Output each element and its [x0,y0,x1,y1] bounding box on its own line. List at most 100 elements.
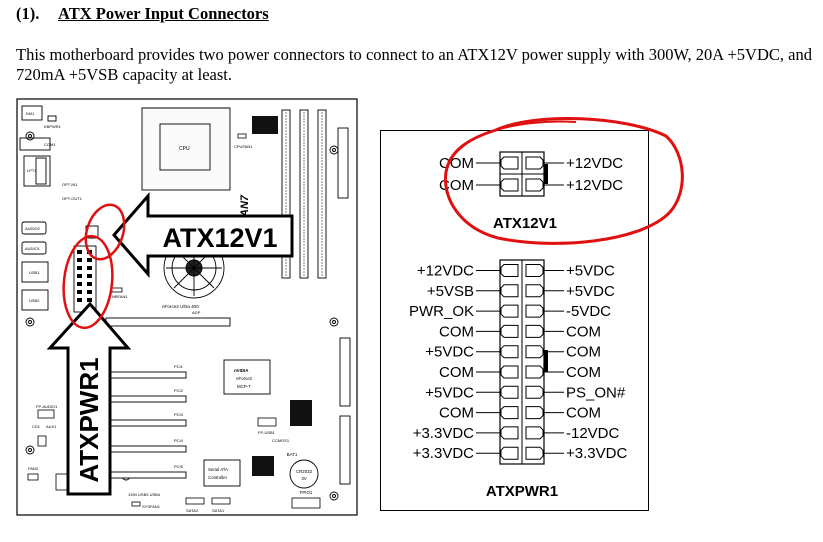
atxpwr1-name: ATXPWR1 [486,483,558,500]
atx12v1-red-annotation [443,117,684,245]
atxpwr1-label-left-3: PWR_OK [409,303,474,320]
atxpwr1-red-circle [62,234,114,330]
atxpwr1-label-right-4: COM [566,323,601,340]
km1-label: KM1 [26,111,35,116]
usb1-label: USB1 [29,270,40,275]
io-chip [252,456,274,476]
atx12v1-pin-left-1 [500,156,519,170]
mcp-t-label: MCP-T [237,384,251,389]
atxpwr1-label-right-1: +5VDC [566,263,615,280]
io-panel [19,105,57,311]
fp-audio1-label: FP-AUDIO1 [36,404,58,409]
cpufan1-header [237,133,247,139]
atxpwr1-label-right-3: -5VDC [566,303,611,320]
atxpwr1-label-left-8: COM [439,405,474,422]
atxpwr1-pin-left-6 [500,365,519,379]
clock-chip [252,116,278,134]
aux-header [37,435,47,447]
usb2-label: USB2 [29,298,40,303]
atxpwr1-pin-right-1 [525,264,544,277]
nbfan1-label: NBFAN1 [112,294,128,299]
fp-audio1-header [37,409,55,419]
atxpwr1-label-left-9: +3.3VDC [413,425,474,442]
sata1-label: SATA1 [212,508,225,513]
sata-controller-chip [203,459,241,487]
fpio1-header [291,497,321,509]
sysfan1-label: SYSFAN1 [142,504,161,509]
atxpwr1-callout-arrow [46,301,132,496]
sata2-label: SATA2 [186,508,199,513]
section-number: (1). [16,4,40,23]
atxpwr1-pin-right-2 [525,284,544,298]
atx12v1-pin-left-2 [500,178,519,192]
atxpwr1-label-left-2: +5VSB [427,283,474,300]
section-description: This motherboard provides two power conn… [16,45,812,84]
atxpwr1-label-left-1: +12VDC [417,263,474,280]
atx12v1-callout-arrow [112,191,294,279]
connector-pinout-diagram: COM COM +12VDC +12VDC ATX12V1 +12VDC +5VSB P… [380,130,649,511]
atxpwr1-pin-right-7 [525,385,544,399]
atxpwr1-label-right-7: PS_ON# [566,384,626,401]
nvidia-label: nVIDIA [234,368,249,373]
atxpwr1-pin-left-9 [500,426,519,440]
bat1-label: BAT1 [287,452,298,457]
aux1-label: AUX1 [46,424,57,429]
nforce2-label: nForce2 [236,376,253,381]
pci1-label: PCI1 [174,364,184,369]
atx12v1-name: ATX12V1 [493,215,557,232]
atxpwr1-label-left-10: +3.3VDC [413,445,474,462]
atxpwr1-pin-right-8 [525,406,544,420]
cpu-label: CPU [179,146,190,152]
atxpwr1-label-right-5: COM [566,344,601,361]
fan3-header [27,473,39,481]
atxpwr1-label-left-4: COM [439,323,474,340]
atxpwr1-pin-left-3 [500,304,519,318]
agp-slot [105,317,231,327]
audio2-label: AUDIO2 [25,226,41,231]
cpu-socket [141,107,231,191]
atx12v1-pin-right-2 [525,178,544,192]
atx12v1-pin-right-1 [525,156,544,170]
agp-label: AGP [192,310,201,315]
atxpwr1-pin-left-10 [500,446,519,460]
atxpwr1-pin-left-5 [500,345,519,359]
bios-chip [290,400,312,426]
atx12v1-label-right-1: +12VDC [566,155,623,172]
atxpwr1-label-left-7: +5VDC [425,384,474,401]
volt-label: 3V [301,476,306,481]
cmos1-label: CCMOS1 [272,438,290,443]
fp-usb1-label: FP-USB1 [258,430,276,435]
atxpwr1-label-right-6: COM [566,364,601,381]
mcp-chip [223,359,271,395]
sysfan1-header [131,501,141,507]
section-title: ATX Power Input Connectors [58,4,269,23]
atxpwr1-label-right-9: -12VDC [566,425,620,442]
atxpwr1-pin-left-2 [500,284,519,298]
atx12v1-label-right-2: +12VDC [566,177,623,194]
audio1-label: AUDIO1 [25,246,41,251]
atxpwr1-label-right-2: +5VDC [566,283,615,300]
pci2-label: PCI2 [174,388,184,393]
atxpwr1-pin-right-3 [525,304,544,318]
sata-controller-label-2: Controller [208,475,228,480]
atxpwr1-pin-right-9 [525,426,544,440]
fdc1-connector [337,127,349,199]
atxpwr1-callout-label: ATXPWR1 [74,357,104,482]
cr2032-label: CR2032 [296,469,313,474]
opt-out1-label: OPT-OUT1 [62,196,83,201]
pci5-label: PCI5 [174,464,184,469]
motherboard-diagram: KM1 KBPWR1 COM1 LPT1 OPT-IN1 OPT-OUT1 AU… [16,98,358,516]
cd1-label: CD1 [32,424,41,429]
ide1-connector [339,337,351,407]
ide2-connector [339,415,351,485]
atxpwr1-connector: +12VDC +5VSB PWR_OK COM +5VDC COM +5VDC COM +3.3… [409,259,627,465]
atxpwr1-label-right-8: COM [566,405,601,422]
ieee1394-label: 1394 USB3 USB4 [128,492,161,497]
atxpwr1-pin-left-4 [500,324,519,338]
atxpwr1-pin-right-6 [525,365,544,379]
pci3-label: PCI3 [174,412,184,417]
fan3-label: FAN3 [28,466,39,471]
opt-in1-label: OPT-IN1 [62,182,78,187]
com1-label: COM1 [44,142,56,147]
atxpwr1-pin-left-7 [500,385,519,399]
